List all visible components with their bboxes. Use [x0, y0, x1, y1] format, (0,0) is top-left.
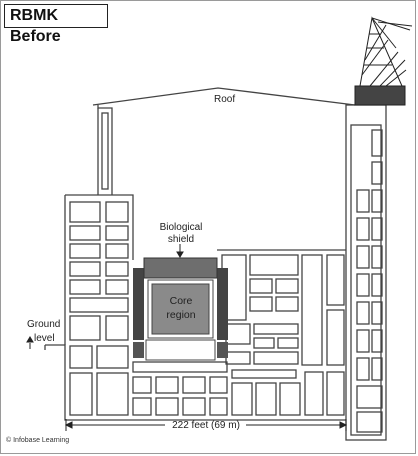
- core-region: [151, 283, 210, 335]
- lower-core-plate: [145, 339, 216, 361]
- crane: [354, 16, 413, 106]
- roof-label: Roof: [214, 94, 235, 105]
- building-outline: [44, 87, 387, 441]
- biological-shield: [143, 257, 218, 279]
- lower-left-block: [133, 342, 144, 358]
- ground-label-line1: Ground: [27, 319, 60, 330]
- right-shield-wall: [217, 268, 228, 340]
- reactor-assembly: [133, 257, 228, 361]
- shield-label-line1: Biological: [160, 222, 203, 233]
- copyright-credit: © Infobase Learning: [6, 437, 70, 444]
- left-tower-shaft: [101, 112, 109, 190]
- left-shield-wall: [133, 268, 144, 340]
- diagram-title: RBMK Before: [4, 4, 108, 45]
- annotation-arrows: [26, 244, 348, 431]
- left-wing-top: [65, 194, 134, 260]
- right-block-outline: [345, 104, 387, 441]
- ground-label-line2: level: [34, 333, 55, 344]
- dimension-label: 222 feet (69 m): [172, 420, 240, 431]
- lower-right-block: [217, 342, 228, 358]
- roof-line: [92, 87, 356, 106]
- left-tower-outline: [97, 105, 113, 195]
- core-label-line2: region: [166, 309, 195, 321]
- shield-label-line2: shield: [168, 234, 194, 245]
- core-label-line1: Core: [170, 295, 193, 307]
